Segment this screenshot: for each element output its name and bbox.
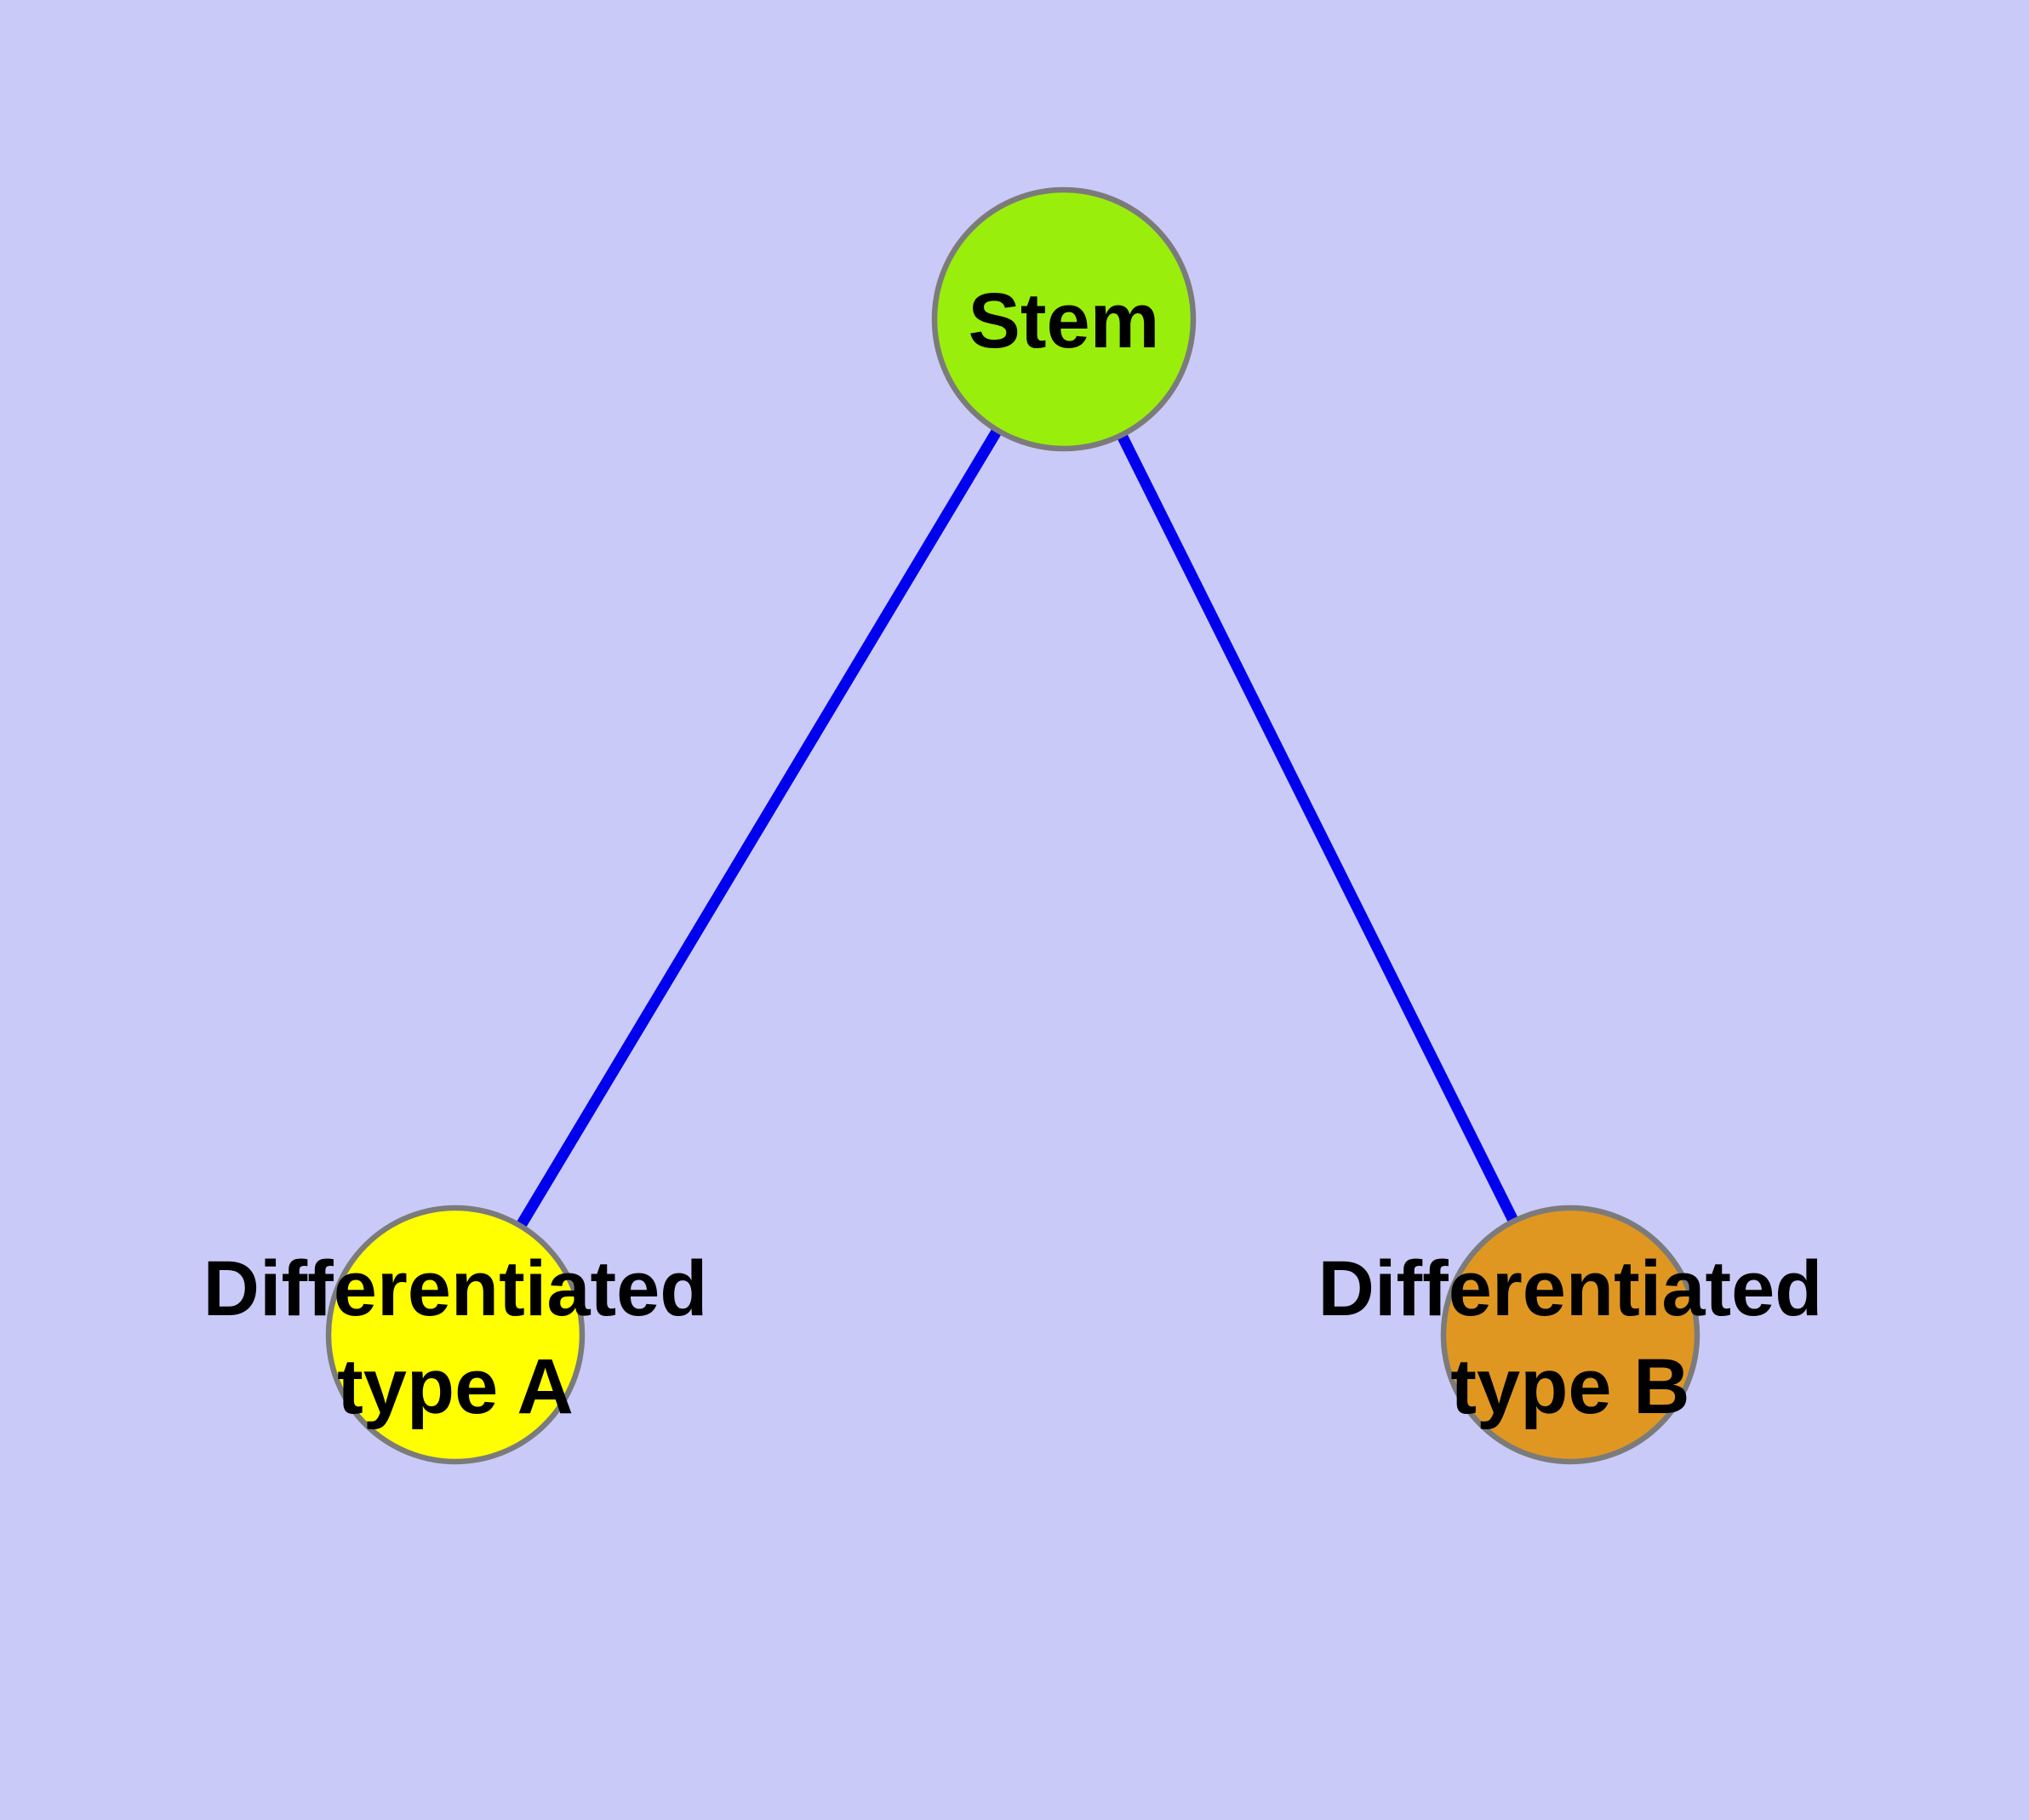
node-type-b-circle (1440, 1205, 1700, 1465)
label-group: Stem Differentiated type A Differentiate… (203, 278, 1823, 1430)
node-stem-circle (931, 186, 1197, 452)
node-type-b-label-line1: Differentiated (1318, 1245, 1823, 1332)
node-type-a-label-line1: Differentiated (203, 1245, 708, 1332)
node-type-b-label-line2: type B (1450, 1343, 1689, 1430)
node-stem-label: Stem (969, 278, 1160, 364)
node-type-a-circle (325, 1205, 586, 1465)
edge-stem-to-type-b (1058, 313, 1576, 1341)
node-type-a-label-line2: type A (337, 1343, 574, 1430)
edge-stem-to-type-a (449, 313, 1070, 1341)
node-group (325, 186, 1700, 1465)
edge-group (449, 313, 1576, 1341)
